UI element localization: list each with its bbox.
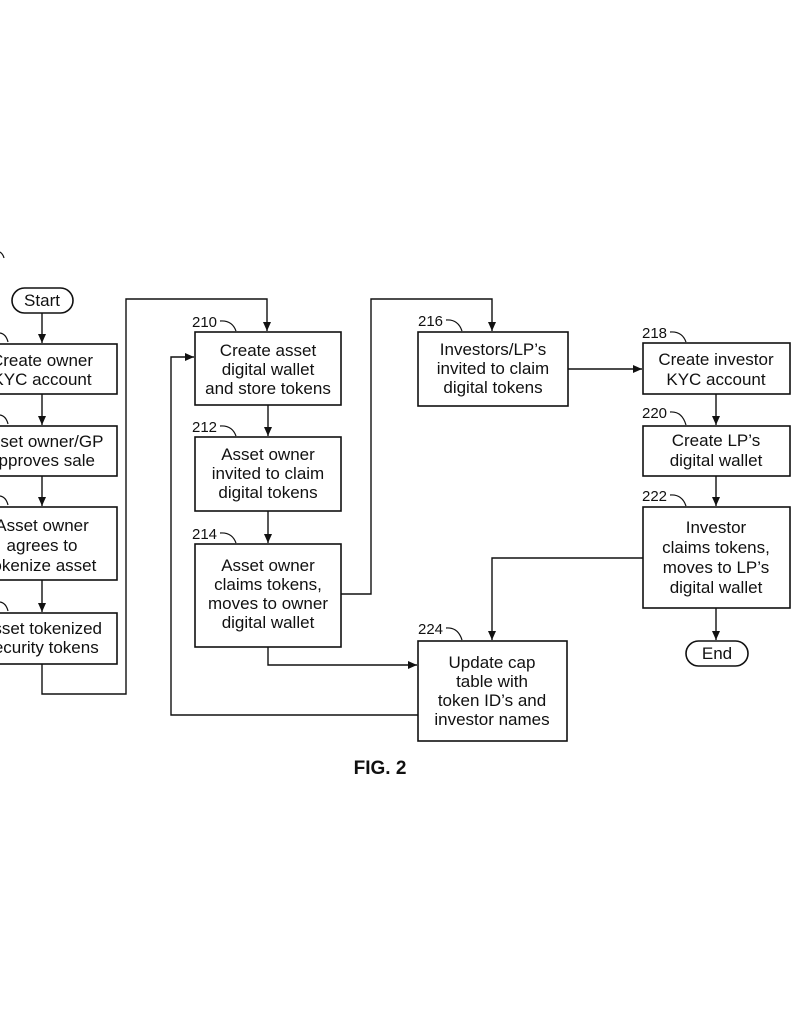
ref-218: 218: [642, 325, 667, 342]
step-owner-agrees-tokenize: [0, 506, 118, 581]
step-218-line-2: KYC account: [666, 370, 765, 389]
step-owner-agrees-tokenize-line-3: tokenize asset: [0, 556, 97, 575]
ref-212-leader: [219, 425, 237, 437]
ref-leader-fragment: [0, 332, 9, 343]
step-216-line-1: Investors/LP’s: [440, 340, 546, 359]
step-asset-tokenized-line-1: Asset tokenized: [0, 619, 102, 638]
step-218-line-1: Create investor: [658, 350, 774, 369]
ref-leader-fragment: [0, 601, 9, 612]
step-220-line-1: Create LP’s: [672, 431, 761, 450]
ref-214: 214: [192, 526, 217, 543]
ref-210-leader: [219, 320, 237, 332]
connector-tokenized-to-210: [41, 298, 271, 695]
ref-leader-fragment: [0, 495, 9, 506]
step-222-line-4: digital wallet: [670, 578, 763, 597]
ref-220: 220: [642, 405, 667, 422]
step-218-create-investor-kyc: [642, 342, 791, 395]
ref-222: 222: [642, 488, 667, 505]
step-222-line-3: moves to LP’s: [663, 558, 769, 577]
step-create-owner-kyc: [0, 343, 118, 395]
step-216-investors-invited: [417, 331, 569, 407]
step-222-line-1: Investor: [686, 518, 747, 537]
connector-224-to-210: [170, 353, 418, 716]
step-222-line-2: claims tokens,: [662, 538, 770, 557]
step-owner-agrees-tokenize-line-1: Asset owner: [0, 516, 89, 535]
step-214-line-3: moves to owner: [208, 594, 328, 613]
step-214-owner-claims: [194, 543, 342, 648]
step-create-owner-kyc-line-2: KYC account: [0, 370, 92, 389]
step-212-line-3: digital tokens: [218, 483, 317, 502]
step-create-owner-kyc-line-1: Create owner: [0, 351, 93, 370]
step-210-line-2: digital wallet: [222, 360, 315, 379]
step-224-line-4: investor names: [434, 710, 549, 729]
ref-216: 216: [418, 313, 443, 330]
end-terminal: [685, 640, 749, 667]
step-214-line-2: claims tokens,: [214, 575, 322, 594]
start-label: Start: [24, 291, 60, 310]
figure-caption: FIG. 2: [354, 758, 407, 779]
ref-222-leader: [669, 494, 687, 507]
ref-224: 224: [418, 621, 443, 638]
step-212-line-2: invited to claim: [212, 464, 324, 483]
ref-212: 212: [192, 419, 217, 436]
connector-214-to-216: [341, 298, 496, 595]
step-210-line-1: Create asset: [220, 341, 317, 360]
ref-leader-fragment: [0, 251, 5, 259]
step-owner-agrees-tokenize-line-2: agrees to: [7, 536, 78, 555]
step-214-line-4: digital wallet: [222, 613, 315, 632]
step-224-line-2: table with: [456, 672, 528, 691]
step-224-line-1: Update cap: [449, 653, 536, 672]
step-220-line-2: digital wallet: [670, 451, 763, 470]
step-210-create-asset-wallet: [194, 331, 342, 406]
ref-224-leader: [445, 627, 463, 641]
step-210-line-3: and store tokens: [205, 379, 331, 398]
step-216-line-3: digital tokens: [443, 378, 542, 397]
ref-210: 210: [192, 314, 217, 331]
step-212-owner-invited: [194, 436, 342, 512]
ref-214-leader: [219, 532, 237, 544]
ref-leader-fragment: [0, 414, 9, 425]
ref-218-leader: [669, 331, 687, 343]
step-224-line-3: token ID’s and: [438, 691, 546, 710]
end-label: End: [702, 644, 732, 663]
connector-214-to-224: [267, 647, 417, 669]
ref-220-leader: [669, 411, 687, 426]
connector-222-to-224: [488, 557, 643, 640]
step-220-create-lp-wallet: [642, 425, 791, 477]
ref-216-leader: [445, 319, 463, 332]
step-224-update-cap-table: [417, 640, 568, 742]
step-214-line-1: Asset owner: [221, 556, 315, 575]
step-owner-approves-sale: [0, 425, 118, 477]
step-216-line-2: invited to claim: [437, 359, 549, 378]
step-asset-tokenized-line-2: security tokens: [0, 638, 99, 657]
step-222-investor-claims: [642, 506, 791, 609]
step-212-line-1: Asset owner: [221, 445, 315, 464]
step-owner-approves-sale-line-1: Asset owner/GP: [0, 432, 103, 451]
step-asset-tokenized: [0, 612, 118, 665]
step-owner-approves-sale-line-2: approves sale: [0, 451, 95, 470]
